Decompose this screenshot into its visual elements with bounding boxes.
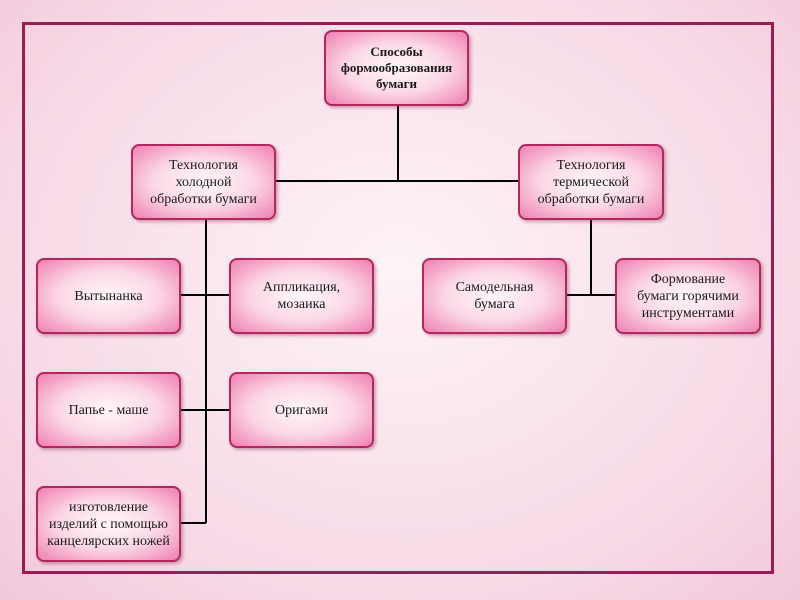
node-root: Способы формообразования бумаги <box>324 30 469 106</box>
node-knife-products: изготовление изделий с помощью канцелярс… <box>36 486 181 562</box>
node-papier-mache-label: Папье - маше <box>68 402 149 418</box>
node-papier-mache: Папье - маше <box>36 372 181 448</box>
diagram-frame <box>22 22 774 574</box>
node-origami-label: Оригами <box>275 402 328 418</box>
node-cold-technology-label: Технология холодной обработки бумаги <box>150 157 257 207</box>
node-origami: Оригами <box>229 372 374 448</box>
node-homemade-paper: Самодельная бумага <box>422 258 567 334</box>
node-vytynanka-label: Вытынанка <box>74 288 143 304</box>
node-cold-technology: Технология холодной обработки бумаги <box>131 144 276 220</box>
node-homemade-paper-label: Самодельная бумага <box>455 280 534 312</box>
node-thermal-technology: Технология термической обработки бумаги <box>518 144 664 220</box>
node-root-label: Способы формообразования бумаги <box>340 44 453 91</box>
node-thermal-technology-label: Технология термической обработки бумаги <box>537 157 645 207</box>
node-hot-forming: Формование бумаги горячими инструментами <box>615 258 761 334</box>
node-applique-label: Аппликация, мозаика <box>262 280 341 312</box>
node-vytynanka: Вытынанка <box>36 258 181 334</box>
node-hot-forming-label: Формование бумаги горячими инструментами <box>637 271 739 321</box>
node-applique: Аппликация, мозаика <box>229 258 374 334</box>
node-knife-products-label: изготовление изделий с помощью канцелярс… <box>47 499 170 549</box>
